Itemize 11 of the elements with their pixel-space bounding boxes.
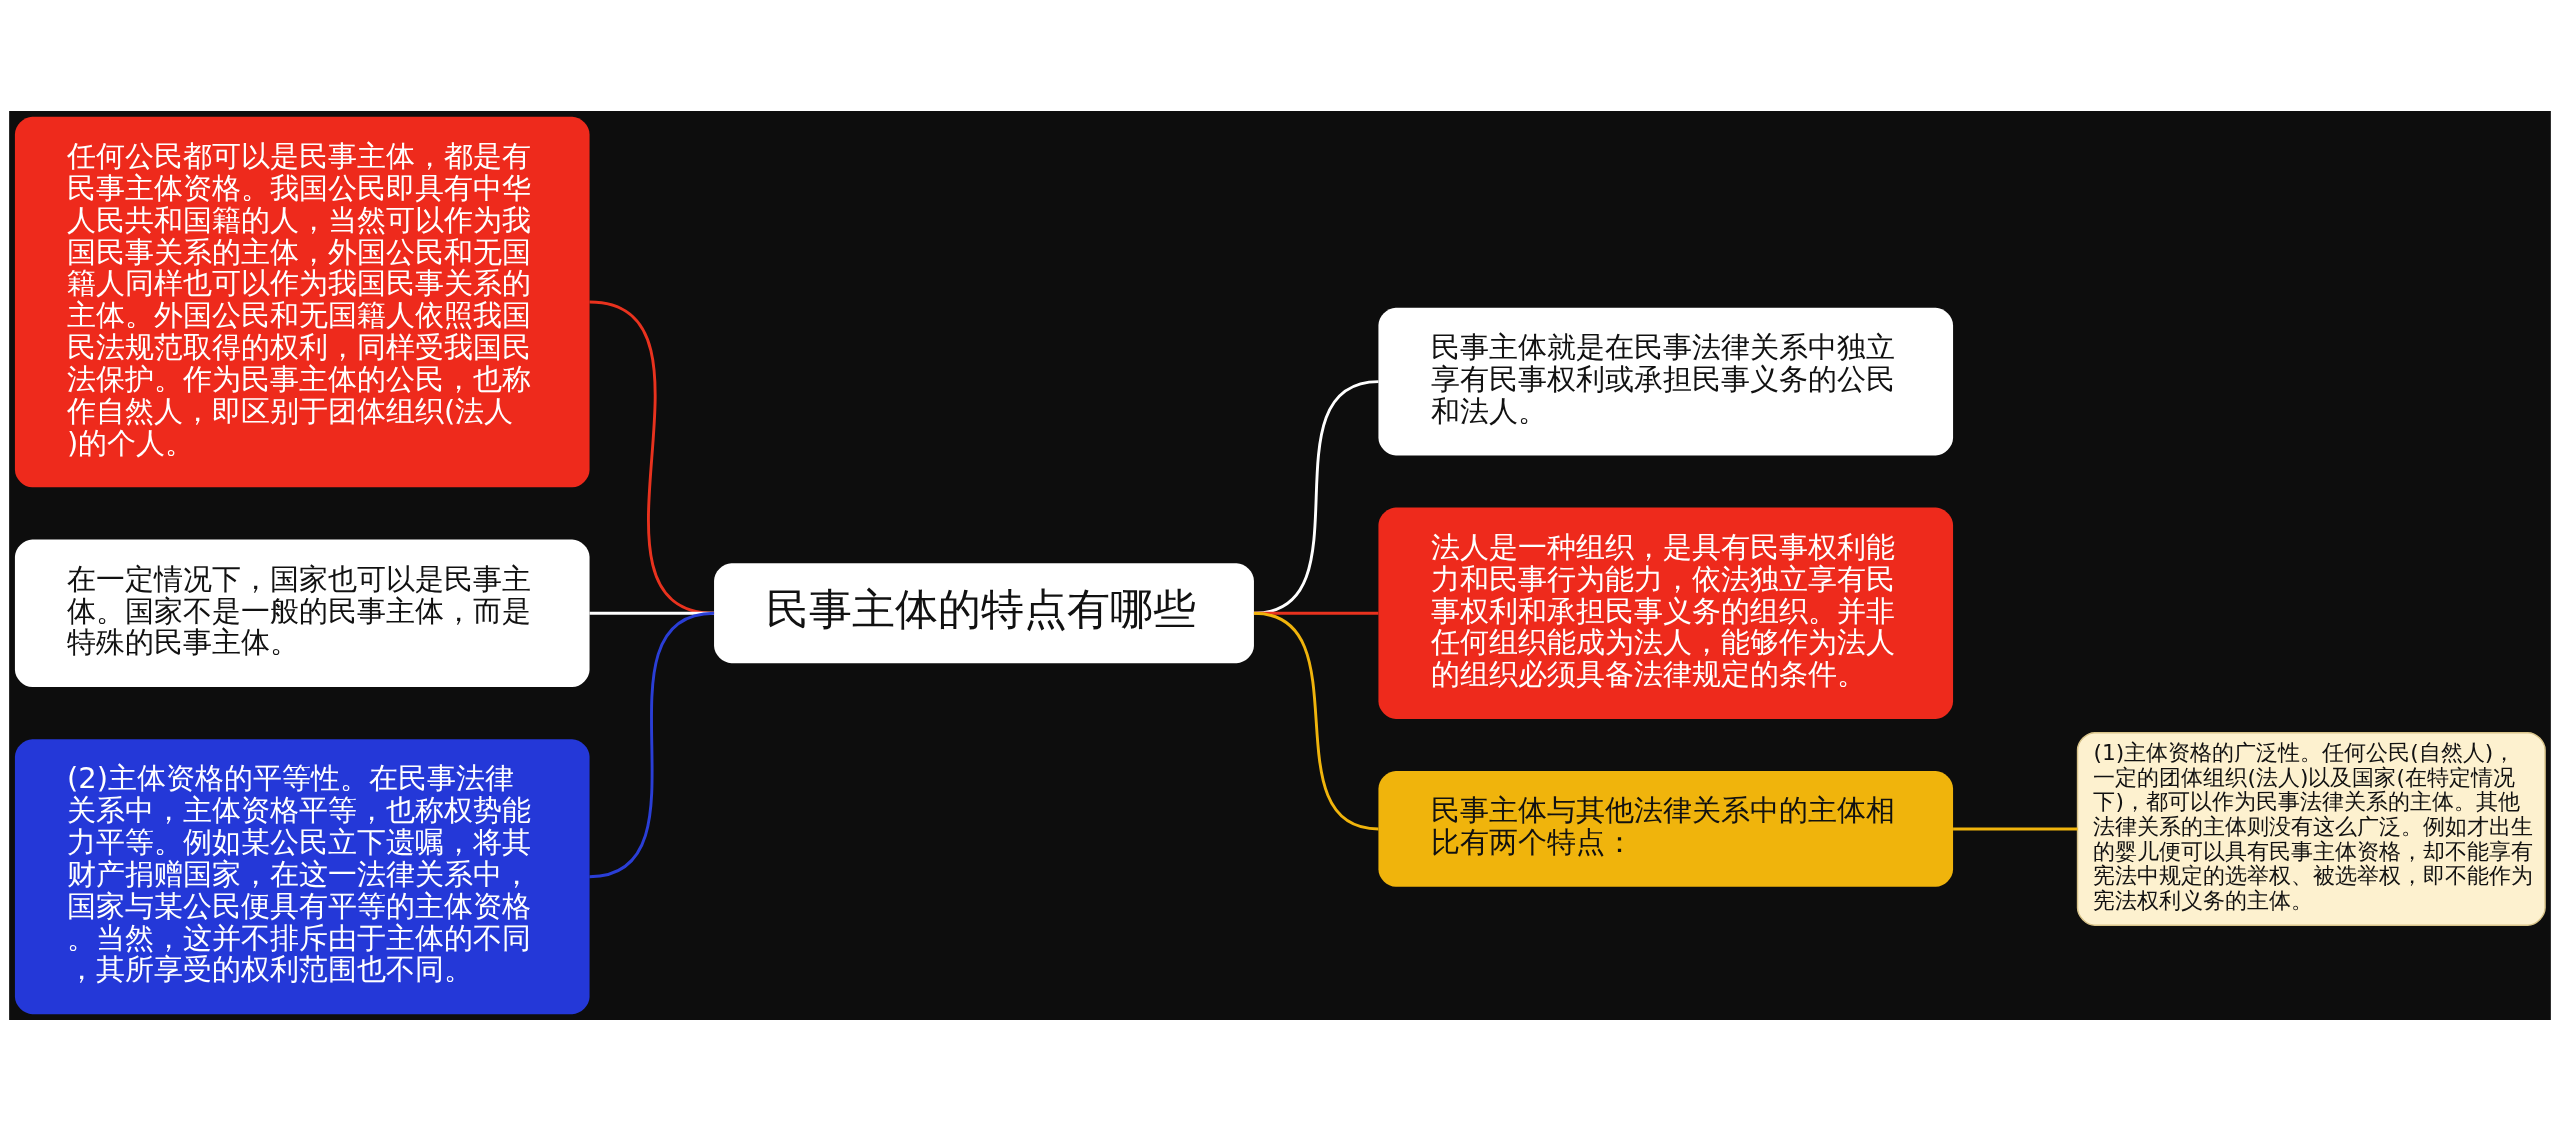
node-box: 民事主体就是在民事法律关系中独立享有民事权利或承担民事义务的公民和法人。 [1378, 307, 1954, 455]
node-box: 任何公民都可以是民事主体，都是有民事主体资格。我国公民即具有中华人民共和国籍的人，当然可以作为我国民事关系的主体，外国公民和无国籍人同样也可以作为我国民事关系的主体。外国公民和无国籍人依照我国民法规范取得的权利，同样受我国民法保护。作为民事主体的公民，也称作自然人，即区别于团体组织(法人)的个人。 [14, 116, 590, 487]
node-box: 法人是一种组织，是具有民事权利能力和民事行为能力，依法独立享有民事权利和承担民事义务的组织。并非任何组织能成为法人，能够作为法人的组织必须具备法律规定的条件。 [1378, 507, 1954, 719]
connector [1253, 611, 1379, 830]
node-box: 在一定情况下，国家也可以是民事主体。国家不是一般的民事主体，而是特殊的民事主体。 [14, 538, 590, 687]
connector [1953, 827, 2078, 830]
connector [589, 611, 715, 878]
node-box: (1)主体资格的广泛性。任何公民(自然人)，一定的团体组织(法人)以及国家(在特定情况下)，都可以作为民事法律关系的主体。其他法律关系的主体则没有这么广泛。例如才出生的婴儿便可以具有民事主体资格，却不能享有宪法中规定的选举权、被选举权，即不能作为宪法权利义务的主体。 [2076, 731, 2546, 926]
node-box: 民事主体的特点有哪些 [714, 562, 1254, 663]
node-box: 民事主体与其他法律关系中的主体相比有两个特点： [1378, 770, 1954, 887]
node-box: (2)主体资格的平等性。在民事法律关系中，主体资格平等，也称权势能力平等。例如某公民立下遗嘱，将其财产捐赠国家，在这一法律关系中，国家与某公民便具有平等的主体资格。当然，这并不排斥由于主体的不同，其所享受的权利范围也不同。 [14, 738, 590, 1014]
